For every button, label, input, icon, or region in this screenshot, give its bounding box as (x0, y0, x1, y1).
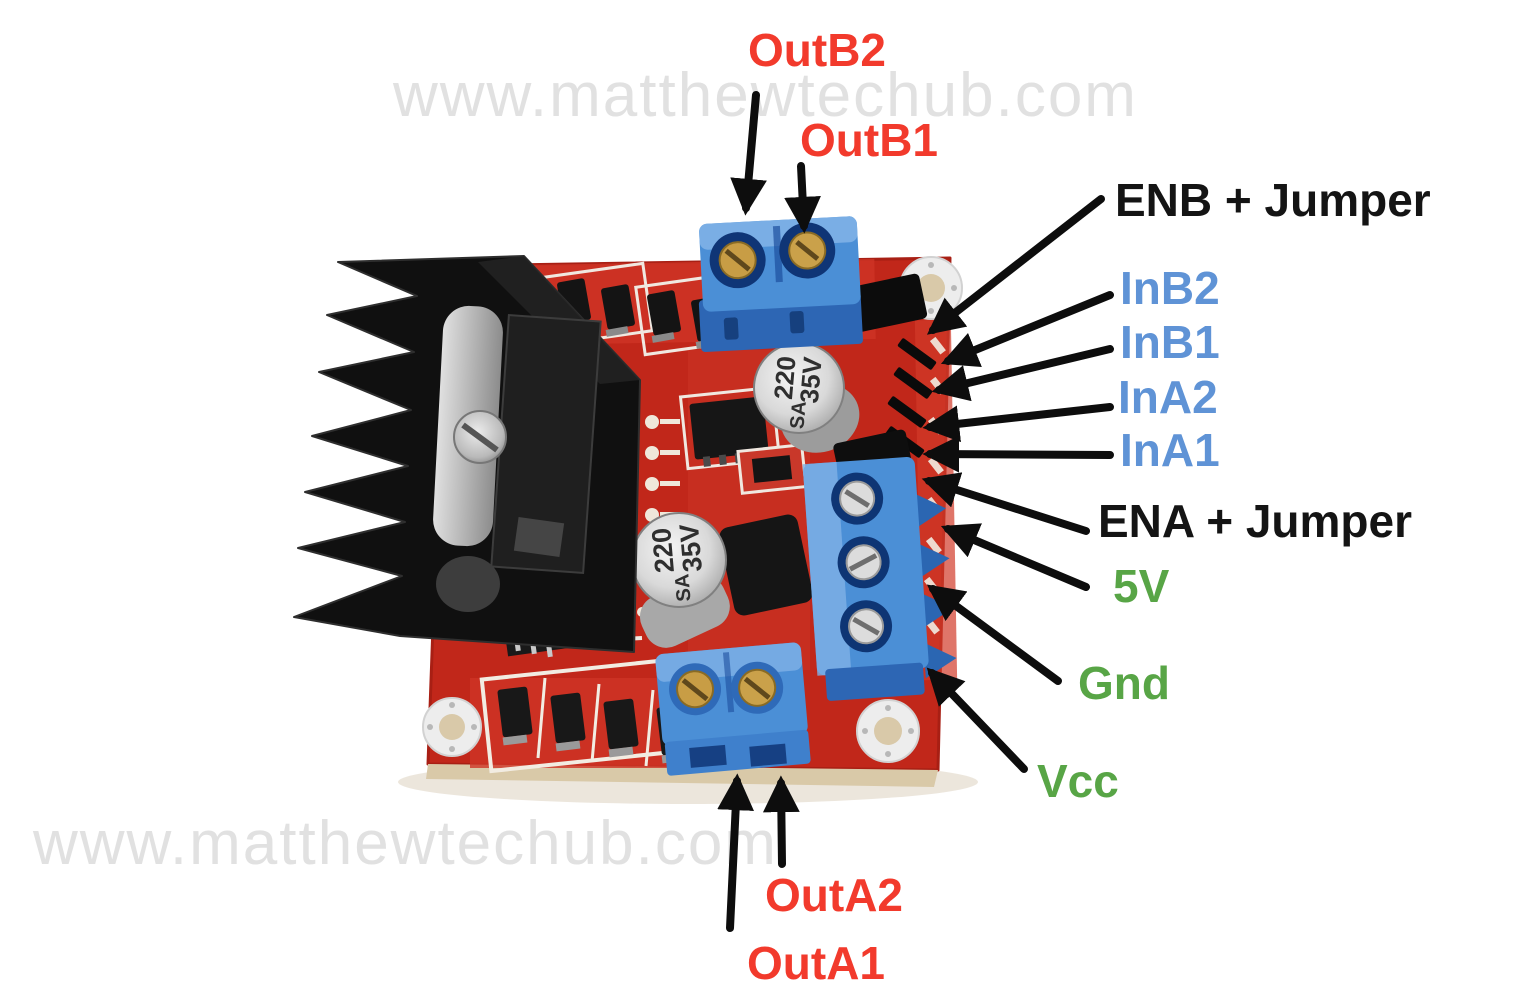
arrow-inb1 (931, 345, 1114, 402)
arrow-ena (921, 472, 1090, 535)
annotation-arrows (717, 91, 1114, 932)
cap2-prefix: SA (671, 573, 695, 603)
arrow-5v (940, 523, 1090, 591)
terminal-outa (655, 642, 811, 776)
label-gnd: Gnd (1078, 657, 1170, 709)
arrow-ina2 (922, 403, 1114, 443)
cap1-prefix: SA (786, 400, 810, 430)
cap2-line2: 35V (674, 523, 708, 573)
label-vcc: Vcc (1037, 755, 1119, 807)
watermark-bottom: www.matthewtechub.com (32, 809, 778, 878)
capacitor-1: SA 220 35V (753, 342, 860, 453)
label-outb1: OutB1 (800, 114, 938, 166)
l298n-chip (433, 305, 602, 574)
cap1-line1: 220 (768, 355, 802, 401)
capacitor-1-marking: SA 220 35V (768, 355, 828, 430)
arrow-gnd (926, 584, 1062, 685)
label-inb1: InB1 (1120, 316, 1220, 368)
arrow-outb1 (784, 162, 821, 234)
terminal-outb (698, 216, 863, 353)
inductor-blob (719, 514, 813, 616)
arrow-inb2 (940, 291, 1114, 368)
label-enb: ENB + Jumper (1115, 174, 1431, 226)
arrow-enb (926, 195, 1105, 335)
label-5v: 5V (1113, 560, 1170, 612)
mounting-hole-bottom-left (422, 697, 482, 757)
watermark-top: www.matthewtechub.com (392, 61, 1138, 130)
heatsink-wear-spot (436, 556, 500, 612)
label-ina1: InA1 (1120, 424, 1220, 476)
label-outa1: OutA1 (747, 937, 885, 989)
pcb-board: SA 220 35V SA 220 35V (293, 216, 963, 787)
smd-component (736, 443, 808, 495)
jumper-enb (846, 273, 928, 333)
arrow-outa1 (717, 773, 754, 932)
label-outb2: OutB2 (748, 24, 886, 76)
label-ena: ENA + Jumper (1098, 495, 1412, 547)
pcb-edge (426, 764, 938, 787)
cap2-line1: 220 (646, 527, 680, 575)
cap1-line2: 35V (794, 355, 828, 404)
arrow-outb2 (730, 91, 767, 216)
capacitor-2-marking: SA 220 35V (646, 523, 708, 603)
terminal-power (802, 457, 957, 701)
label-inb2: InB2 (1120, 262, 1220, 314)
label-outa2: OutA2 (765, 869, 903, 921)
arrow-vcc (926, 667, 1028, 773)
mounting-hole-bottom-right (856, 699, 920, 763)
label-ina2: InA2 (1118, 371, 1218, 423)
arrow-ina1 (922, 435, 1114, 473)
arrow-outa2 (762, 775, 800, 868)
